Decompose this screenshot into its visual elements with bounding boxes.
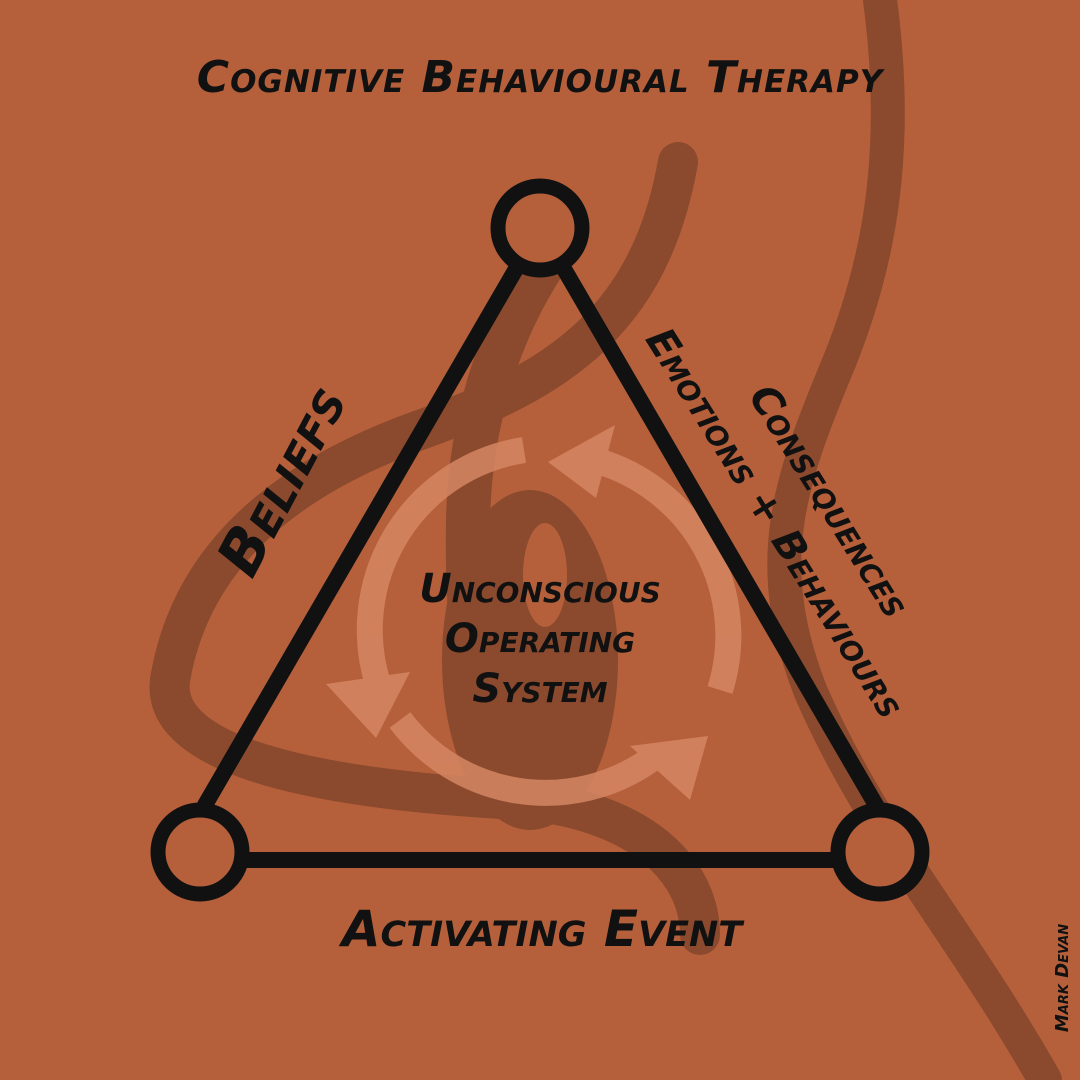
vertex-bottom-left bbox=[150, 802, 250, 902]
swirl-pupil bbox=[442, 490, 618, 830]
cycle-arrowhead-bottom bbox=[630, 736, 708, 800]
diagram-title: Cognitive Behavioural Therapy bbox=[197, 52, 886, 103]
swirl-pupil-highlight bbox=[523, 523, 567, 627]
triangle-edge-left bbox=[197, 254, 528, 813]
artist-signature: Mark Devan bbox=[1052, 924, 1073, 1032]
center-line-3: System bbox=[472, 666, 607, 712]
cycle-arrowhead-right bbox=[548, 425, 615, 498]
circular-arrows-icon bbox=[326, 425, 742, 806]
swirl-outer-loop bbox=[149, 142, 720, 955]
triangle-vertices bbox=[150, 178, 930, 902]
edge-label-activating-event: Activating Event bbox=[338, 900, 745, 958]
cycle-arc-right bbox=[590, 447, 742, 694]
cycle-arc-left bbox=[356, 437, 527, 688]
vertex-bottom-right bbox=[830, 802, 930, 902]
cbt-triangle bbox=[197, 254, 888, 868]
swirl-right-stroke bbox=[767, 0, 1062, 1080]
cycle-arc-bottom bbox=[389, 712, 658, 806]
cycle-arrowhead-left bbox=[326, 672, 410, 738]
center-line-1: Unconscious bbox=[419, 566, 661, 612]
vertex-top bbox=[490, 178, 590, 278]
background-swirl bbox=[149, 0, 1062, 1080]
center-line-2: Operating bbox=[445, 616, 635, 662]
triangle-edge-right bbox=[552, 254, 888, 820]
